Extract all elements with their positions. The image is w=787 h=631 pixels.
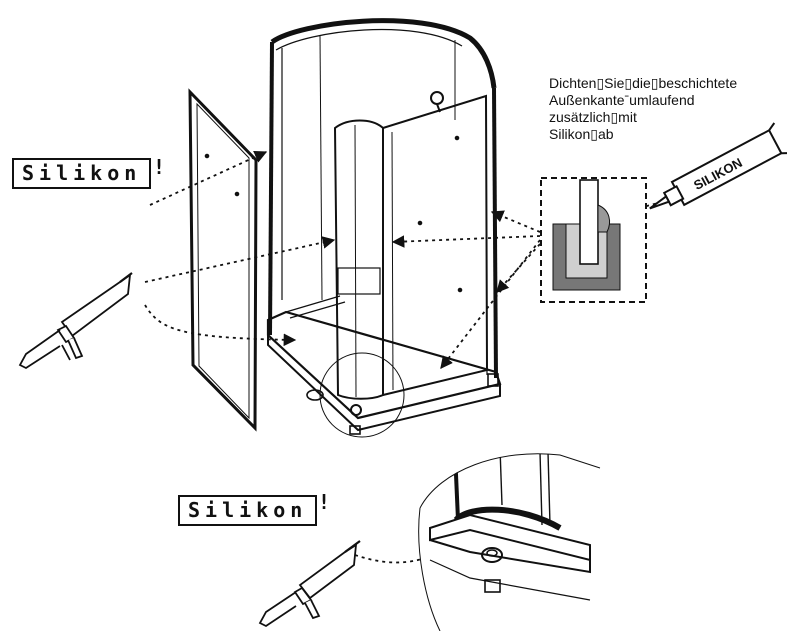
exclamation-top: ! (153, 155, 166, 179)
instruction-line-3: zusätzlich▯mit (549, 109, 637, 125)
arrow-to-wall-top (149, 150, 268, 206)
exclamation-bottom: ! (318, 490, 331, 514)
caulking-gun-top (18, 272, 133, 370)
arrow-detail-down (440, 239, 541, 369)
side-wall-panel (188, 88, 258, 432)
arrow-to-post (144, 236, 336, 283)
section-detail (540, 177, 647, 303)
silikon-label-top: Silikon (12, 158, 152, 189)
cabin-left-post (268, 41, 274, 336)
detail-circle (319, 352, 405, 438)
drain (350, 404, 362, 416)
cabin-right-post (492, 87, 498, 379)
arrow-detail-left (391, 235, 541, 248)
corner-zoom-detail (418, 453, 601, 631)
instruction-line-2: Außenkanteˉumlaufend (549, 92, 695, 108)
arrow-detail-right (490, 210, 541, 233)
instruction-line-4: Silikon▯ab (549, 126, 614, 142)
instruction-text: Dichten▯Sie▯die▯beschichtete Außenkanteˉ… (549, 75, 787, 143)
arrow-to-base (144, 304, 297, 347)
caulking-gun-bottom (258, 540, 361, 628)
door-panel-right (382, 94, 489, 396)
shower-cabin (266, 18, 502, 438)
cabin-top-arc (270, 18, 497, 89)
door-panel-left (333, 119, 384, 400)
instruction-line-1: Dichten▯Sie▯die▯beschichtete (549, 75, 738, 91)
wall-hook (430, 91, 444, 105)
silikon-label-bottom: Silikon (178, 495, 318, 526)
